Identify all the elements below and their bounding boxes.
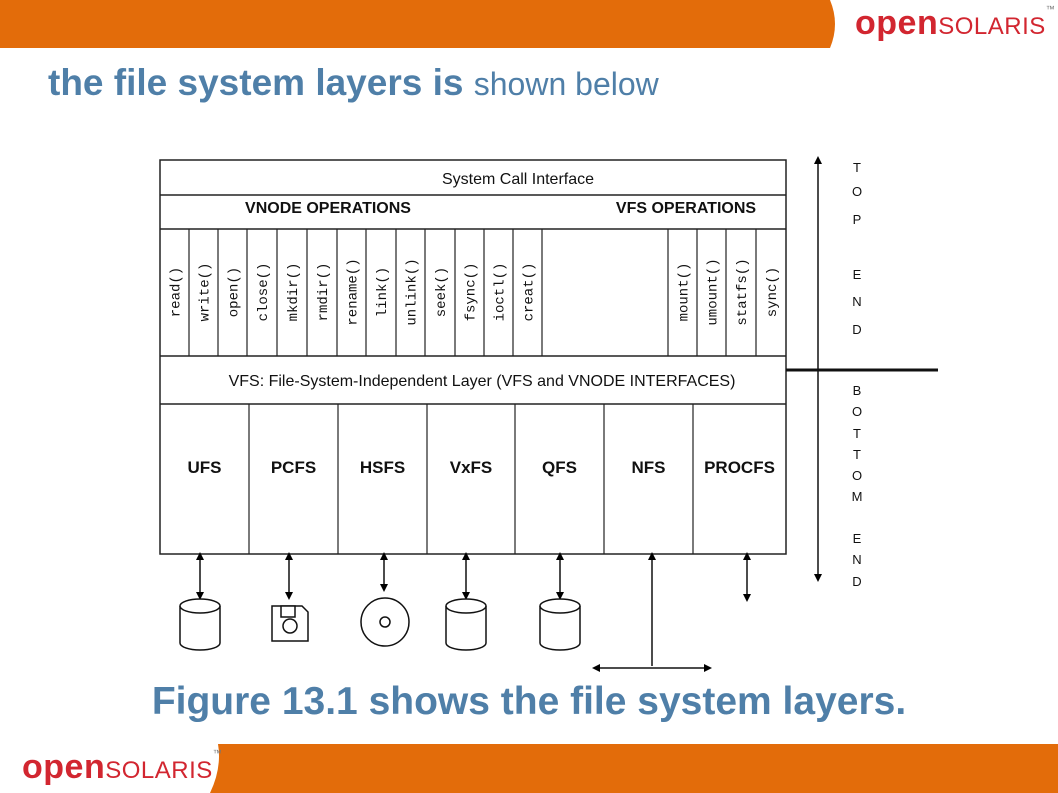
vnode-call-unlink: unlink() xyxy=(405,258,421,325)
vnode-call-read: read() xyxy=(169,267,185,317)
bottom-end-letter: B xyxy=(853,383,862,398)
slide-title: the file system layers is shown below xyxy=(48,62,659,104)
bottom-end-letter: D xyxy=(852,574,861,589)
bottom-end-letter: T xyxy=(853,426,861,441)
slide-title-normal: shown below xyxy=(473,66,659,102)
opensolaris-logo-top: opensolaris™ xyxy=(855,4,1056,42)
vfs-call-umount: umount() xyxy=(706,258,722,325)
top-end-letter: P xyxy=(853,212,862,227)
top-end-letter: N xyxy=(852,294,861,309)
figure-caption: Figure 13.1 shows the file system layers… xyxy=(151,680,907,723)
bottom-end-letter: O xyxy=(852,468,862,483)
fs-nfs: NFS xyxy=(632,458,666,477)
vnode-call-close: close() xyxy=(256,263,272,322)
end-indicator xyxy=(786,156,938,582)
top-end-letter: D xyxy=(852,322,861,337)
bottom-end-letter: E xyxy=(853,531,862,546)
fs-ufs: UFS xyxy=(188,458,222,477)
vfs-call-statfs: statfs() xyxy=(735,258,751,325)
vnode-call-rmdir: rmdir() xyxy=(316,263,332,322)
slide-title-bold: the file system layers is xyxy=(48,62,464,103)
top-end-letter: E xyxy=(853,267,862,282)
hsfs-cdrom-icon xyxy=(360,552,410,647)
vfs-call-sync: sync() xyxy=(765,267,781,317)
vnode-call-seek: seek() xyxy=(434,267,450,317)
syscall-interface-label: System Call Interface xyxy=(442,171,594,188)
ufs-disk-icon xyxy=(179,552,221,651)
vnode-call-ioctl: ioctl() xyxy=(493,263,509,322)
pcfs-floppy-icon xyxy=(271,552,309,642)
fs-pcfs: PCFS xyxy=(271,458,316,477)
filesystem-boxes: UFS PCFS HSFS VxFS QFS NFS PROCFS xyxy=(188,404,775,554)
vnode-call-rename: rename() xyxy=(346,258,362,325)
vfs-operations-label: VFS OPERATIONS xyxy=(616,200,756,217)
top-banner xyxy=(0,0,835,48)
nfs-network-arrows xyxy=(592,552,712,672)
fs-hsfs: HSFS xyxy=(360,458,405,477)
top-end-letter: T xyxy=(853,160,861,175)
qfs-disk-icon xyxy=(539,552,581,651)
bottom-end-letter: T xyxy=(853,447,861,462)
bottom-end-letter: O xyxy=(852,404,862,419)
vxfs-disk-icon xyxy=(445,552,487,651)
vnode-call-creat: creat() xyxy=(522,263,538,322)
file-system-layers-diagram: System Call Interface VNODE OPERATIONS V… xyxy=(159,156,938,672)
vfs-call-mount: mount() xyxy=(677,263,693,322)
fs-procfs: PROCFS xyxy=(704,458,775,477)
bottom-end-letter: M xyxy=(852,489,863,504)
vnode-operations-label: VNODE OPERATIONS xyxy=(245,200,411,217)
vfs-layer-label: VFS: File-System-Independent Layer (VFS … xyxy=(229,373,736,390)
fs-vxfs: VxFS xyxy=(450,458,493,477)
vnode-call-fsync: fsync() xyxy=(464,263,480,322)
operation-cells: read() write() open() close() mkdir() rmdir()… xyxy=(169,229,781,356)
opensolaris-logo-bottom: opensolaris™ xyxy=(22,748,223,786)
vnode-call-link: link() xyxy=(375,267,391,317)
fs-qfs: QFS xyxy=(542,458,577,477)
diagram-frame xyxy=(159,159,787,555)
bottom-banner xyxy=(210,744,1058,793)
vnode-call-mkdir: mkdir() xyxy=(286,263,302,322)
top-end-letter: O xyxy=(852,184,862,199)
vnode-call-open: open() xyxy=(227,267,243,317)
bottom-end-letter: N xyxy=(852,552,861,567)
vnode-call-write: write() xyxy=(198,263,214,322)
